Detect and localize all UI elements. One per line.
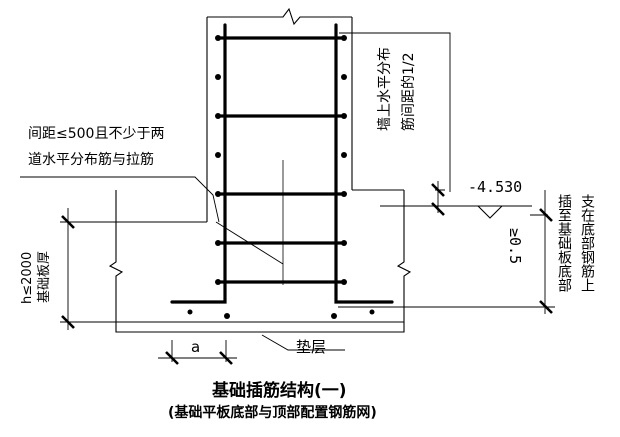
cushion-layer	[115, 322, 405, 333]
spacing-leader	[20, 176, 220, 223]
wall-leader	[339, 32, 451, 192]
bar-dot	[341, 240, 347, 246]
spacing-note-line-2: 道水平分布筋与拉筋	[28, 152, 154, 168]
tick-right-a	[431, 183, 445, 197]
bar-dot	[215, 74, 221, 80]
caption-subtitle: (基础平板底部与顶部配置钢筋网)	[168, 405, 377, 421]
bar-dot	[215, 191, 221, 197]
bar-dot	[215, 279, 221, 285]
bar-dot	[341, 152, 347, 158]
height-limit-label: h≤2000	[20, 251, 35, 304]
bar-dot	[341, 35, 347, 41]
bar-dot	[215, 35, 221, 41]
bar-dot	[341, 279, 347, 285]
bar-dot	[369, 309, 375, 315]
dowel-left	[170, 23, 227, 304]
insert-note-line-2: 支在底部钢筋上	[579, 194, 595, 292]
bar-dot	[215, 240, 221, 246]
tick-a-right	[219, 351, 233, 365]
wall-note-line-1: 墙上水平分布	[377, 47, 393, 131]
elevation-symbol	[477, 205, 503, 219]
spacing-note-line-1: 间距≤500且不少于两	[28, 126, 165, 142]
bar-dot	[341, 113, 347, 119]
bar-dot	[341, 191, 347, 197]
cushion-label: 垫层	[296, 338, 327, 356]
slab-thickness-label: 基础板厚	[37, 250, 52, 303]
slab-left-edge	[108, 190, 124, 322]
bar-dot	[331, 313, 337, 319]
tick-left-bottom	[61, 315, 75, 329]
cushion-leader	[261, 334, 345, 351]
insert-note-line-1: 插至基础板底部	[556, 194, 572, 292]
tick-right-d	[539, 300, 553, 314]
tick-right-b	[431, 202, 445, 216]
elevation-label: -4.530	[468, 178, 523, 196]
slab-right-edge	[396, 190, 412, 322]
bar-dot	[341, 74, 347, 80]
tick-right-c	[539, 208, 553, 222]
tick-a-left	[165, 351, 179, 365]
wall-break-line	[207, 7, 352, 26]
bar-dot	[224, 313, 230, 319]
bar-dot	[187, 309, 193, 315]
min-depth-label: ≥0.5	[506, 228, 524, 265]
bar-dot	[215, 113, 221, 119]
caption-title: 基础插筋结构(一)	[212, 381, 347, 401]
bar-dot	[215, 152, 221, 158]
tick-left-top	[61, 215, 75, 229]
wall-note-line-2: 筋间距的1/2	[401, 52, 417, 131]
dim-a-label: a	[191, 338, 201, 356]
